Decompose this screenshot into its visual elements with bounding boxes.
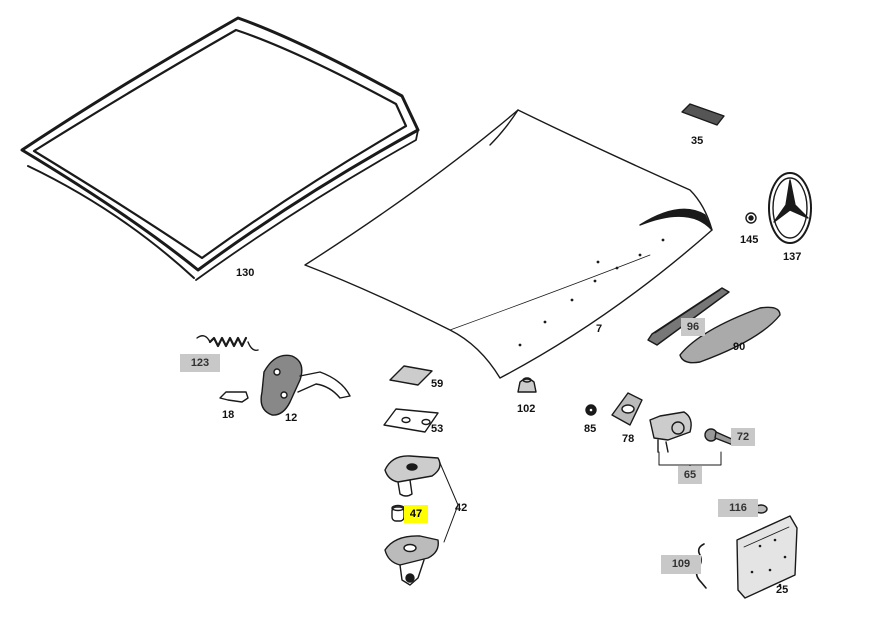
label-25: 25 — [776, 584, 789, 596]
callout-109[interactable]: 109 — [661, 555, 701, 574]
callout-116[interactable]: 116 — [718, 499, 758, 517]
cover-panel-25-drawing — [736, 515, 798, 599]
label-78: 78 — [622, 433, 635, 445]
leader-42-drawing — [439, 462, 459, 543]
callout-65[interactable]: 65 — [678, 466, 702, 484]
label-42: 42 — [455, 502, 468, 514]
label-7: 7 — [596, 323, 603, 335]
star-emblem-137-drawing — [768, 172, 812, 244]
label-35: 35 — [691, 135, 704, 147]
label-102: 102 — [517, 403, 536, 415]
clip-18-drawing — [219, 391, 249, 403]
label-53: 53 — [431, 423, 444, 435]
lock-upper-42-drawing — [384, 455, 441, 497]
label-145: 145 — [740, 234, 759, 246]
gasket-53-drawing — [383, 408, 439, 433]
callout-72[interactable]: 72 — [731, 428, 755, 446]
spring-123-drawing — [196, 335, 259, 352]
hinge-12-drawing — [260, 354, 351, 416]
label-18: 18 — [222, 409, 235, 421]
escutcheon-78-drawing — [611, 392, 643, 426]
pad-35-drawing — [681, 103, 725, 126]
key-72-drawing — [704, 428, 735, 446]
bump-stop-47-drawing — [391, 504, 405, 522]
label-85: 85 — [584, 423, 597, 435]
lock-cylinder-65-drawing — [649, 411, 692, 453]
label-59: 59 — [431, 378, 444, 390]
label-12: 12 — [285, 412, 298, 424]
label-90: 90 — [733, 341, 746, 353]
seal-130-drawing — [20, 16, 420, 281]
callout-96[interactable]: 96 — [681, 318, 705, 336]
label-137: 137 — [783, 251, 802, 263]
plate-59-drawing — [389, 365, 433, 386]
lock-lower-42-drawing — [384, 535, 439, 586]
callout-123[interactable]: 123 — [180, 354, 220, 372]
buffer-102-drawing — [517, 377, 537, 393]
label-130: 130 — [236, 267, 255, 279]
trunk-lid-7-drawing — [304, 109, 713, 379]
washer-145-drawing — [745, 212, 757, 224]
nut-85-drawing — [585, 404, 597, 416]
moulding-96-drawing — [647, 287, 730, 346]
handle-trim-90-drawing — [679, 306, 781, 364]
callout-47-highlighted[interactable]: 47 — [404, 505, 428, 523]
